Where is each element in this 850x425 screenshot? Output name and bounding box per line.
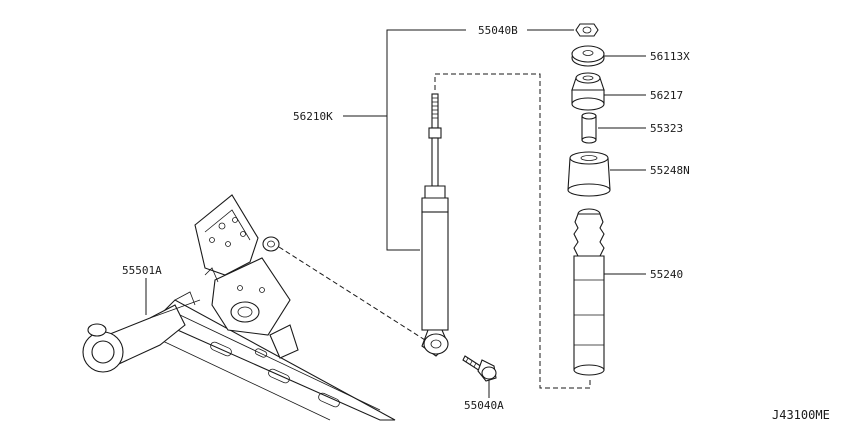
label-56210K: 56210K — [293, 110, 333, 123]
label-55240: 55240 — [650, 268, 683, 281]
bushing — [571, 72, 605, 111]
label-56217: 56217 — [650, 89, 683, 102]
label-55323: 55323 — [650, 122, 683, 135]
shock-absorber — [421, 93, 449, 357]
label-56113X: 56113X — [650, 50, 690, 63]
diagram-code: J43100ME — [772, 408, 830, 422]
bolt-path-dash — [278, 246, 426, 341]
assembly-path-dash — [434, 73, 591, 389]
leader-lines — [145, 29, 646, 398]
mount-cap — [567, 151, 611, 197]
bolt — [462, 355, 497, 382]
nut — [575, 23, 599, 37]
label-55040B: 55040B — [478, 24, 518, 37]
label-55501A: 55501A — [122, 264, 162, 277]
spacer — [581, 112, 597, 144]
boot-bumper — [573, 208, 605, 376]
label-55040A: 55040A — [464, 399, 504, 412]
label-55248N: 55248N — [650, 164, 690, 177]
washer — [571, 45, 605, 67]
rear-axle-beam — [82, 194, 396, 421]
